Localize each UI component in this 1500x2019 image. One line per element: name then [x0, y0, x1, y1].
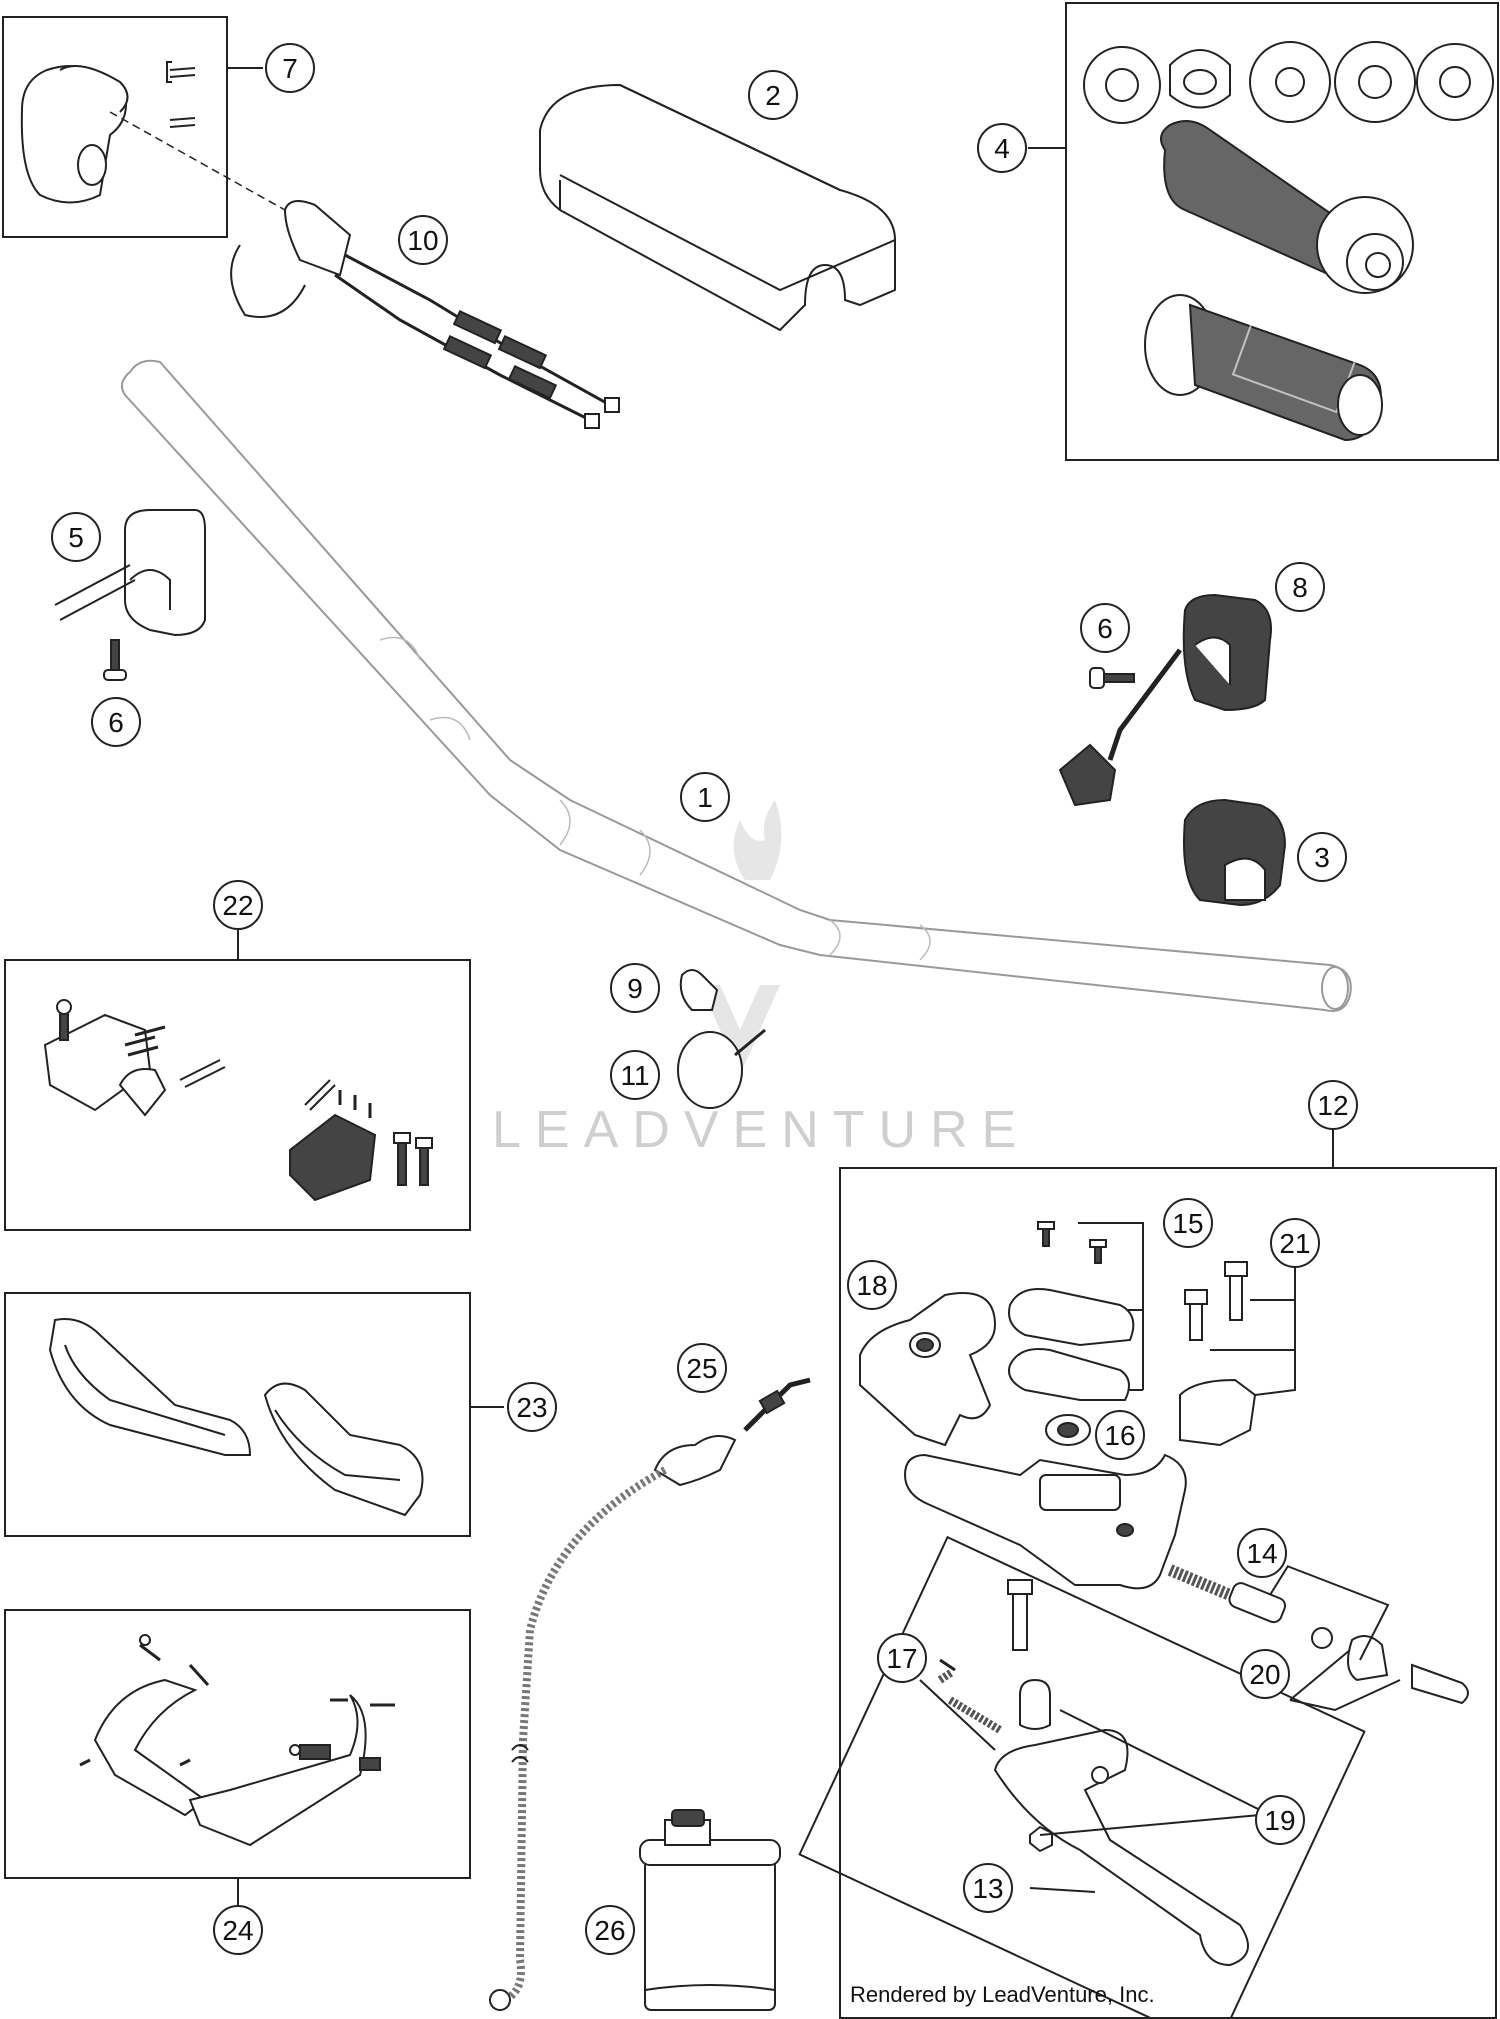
handlebar-part-1[interactable]	[120, 359, 1352, 1012]
callout-23[interactable]: 23	[507, 1382, 557, 1432]
switch-assembly-part-22[interactable]	[43, 999, 433, 1202]
callout-1[interactable]: 1	[680, 772, 730, 822]
lever-part-13[interactable]	[937, 1658, 1249, 1967]
svg-text:18: 18	[856, 1270, 887, 1301]
callout-22[interactable]: 22	[213, 880, 263, 930]
svg-text:12: 12	[1317, 1090, 1348, 1121]
svg-text:6: 6	[108, 707, 124, 738]
svg-text:24: 24	[222, 1915, 253, 1946]
clamp-bolts-part-21[interactable]	[1179, 1261, 1257, 1447]
handguard-box-part-23	[4, 1292, 471, 1537]
svg-text:13: 13	[972, 1873, 1003, 1904]
callout-19[interactable]: 19	[1255, 1795, 1305, 1845]
grip-set-part-4[interactable]	[1083, 41, 1494, 442]
callout-25[interactable]: 25	[677, 1343, 727, 1393]
callout-4[interactable]: 4	[977, 123, 1027, 173]
svg-text:7: 7	[282, 53, 298, 84]
svg-text:19: 19	[1264, 1805, 1295, 1836]
callout-18[interactable]: 18	[847, 1260, 897, 1310]
svg-text:5: 5	[68, 522, 84, 553]
callout-21[interactable]: 21	[1270, 1218, 1320, 1268]
handguard-shells-part-23[interactable]	[48, 1318, 424, 1517]
callouts: 1 2 3 4 5 6 6 7 8 9 10 11 12 13 14 15 16…	[51, 43, 1358, 1955]
callout-6-right[interactable]: 6	[1080, 603, 1130, 653]
svg-text:4: 4	[994, 133, 1010, 164]
svg-text:17: 17	[886, 1643, 917, 1674]
callout-2[interactable]: 2	[748, 70, 798, 120]
watermark: LEADVENTURE	[492, 800, 1030, 1159]
callout-16[interactable]: 16	[1095, 1410, 1145, 1460]
callout-6-left[interactable]: 6	[91, 697, 141, 747]
boot-part-20[interactable]	[1347, 1635, 1469, 1705]
master-cylinder-body[interactable]	[903, 1453, 1187, 1590]
cable-tie-part-11[interactable]	[677, 1028, 766, 1109]
reservoir-cover-part-15[interactable]	[1008, 1221, 1135, 1401]
callout-26[interactable]: 26	[585, 1905, 635, 1955]
callout-13[interactable]: 13	[963, 1863, 1013, 1913]
callout-10[interactable]: 10	[398, 215, 448, 265]
callout-12[interactable]: 12	[1308, 1080, 1358, 1130]
lever-box-part-13	[798, 1535, 1366, 2019]
callout-20[interactable]: 20	[1240, 1649, 1290, 1699]
svg-text:16: 16	[1104, 1420, 1135, 1451]
watermark-text: LEADVENTURE	[492, 1101, 1030, 1159]
switch-part-8[interactable]	[1058, 593, 1272, 807]
clip-part-9[interactable]	[679, 969, 719, 1011]
callout-14[interactable]: 14	[1237, 1528, 1287, 1578]
svg-text:1: 1	[697, 782, 713, 813]
screw-part-6-right[interactable]	[1089, 667, 1135, 689]
svg-text:14: 14	[1246, 1538, 1277, 1569]
lever-bracket-part-18[interactable]	[859, 1292, 997, 1447]
svg-text:20: 20	[1249, 1659, 1280, 1690]
callout-15[interactable]: 15	[1163, 1198, 1213, 1248]
master-cylinder-box-part-12	[839, 1167, 1497, 2019]
svg-text:11: 11	[620, 1060, 649, 1091]
callout-3[interactable]: 3	[1297, 832, 1347, 882]
brake-fluid-part-26[interactable]	[639, 1809, 781, 2011]
credit-text: Rendered by LeadVenture, Inc.	[850, 1982, 1155, 2007]
clamp-part-3[interactable]	[1183, 798, 1287, 907]
piston-spring-part-14[interactable]	[1167, 1564, 1333, 1649]
svg-text:8: 8	[1292, 572, 1308, 603]
brake-line-part-25[interactable]	[489, 1377, 811, 2011]
screw-part-6-left[interactable]	[103, 639, 127, 681]
svg-text:2: 2	[765, 80, 781, 111]
svg-text:6: 6	[1097, 613, 1113, 644]
callout-5[interactable]: 5	[51, 512, 101, 562]
bar-pad-part-2[interactable]	[539, 83, 896, 332]
diaphragm-part-16[interactable]	[1045, 1414, 1091, 1446]
svg-text:10: 10	[407, 225, 438, 256]
svg-text:3: 3	[1314, 842, 1330, 873]
callout-24[interactable]: 24	[213, 1905, 263, 1955]
svg-text:22: 22	[222, 890, 253, 921]
callout-7[interactable]: 7	[265, 43, 315, 93]
svg-text:23: 23	[516, 1392, 547, 1423]
svg-text:25: 25	[686, 1353, 717, 1384]
svg-text:15: 15	[1172, 1208, 1203, 1239]
callout-8[interactable]: 8	[1275, 562, 1325, 612]
leader-lines	[227, 67, 1401, 1910]
callout-9[interactable]: 9	[610, 963, 660, 1013]
throttle-cables-part-10[interactable]	[230, 200, 620, 429]
throttle-housing-part-7[interactable]	[20, 61, 196, 204]
svg-text:21: 21	[1279, 1228, 1310, 1259]
pivot-bolt-part-17[interactable]	[1007, 1579, 1033, 1651]
switch-clamp-part-5[interactable]	[54, 509, 206, 637]
throttle-box-part-7	[2, 16, 228, 238]
svg-text:26: 26	[594, 1915, 625, 1946]
callout-11[interactable]: 11	[610, 1050, 660, 1100]
grips-box-part-4	[1065, 2, 1499, 461]
callout-17[interactable]: 17	[877, 1633, 927, 1683]
handguard-mounts-part-24[interactable]	[79, 1634, 395, 1847]
svg-text:9: 9	[627, 973, 643, 1004]
